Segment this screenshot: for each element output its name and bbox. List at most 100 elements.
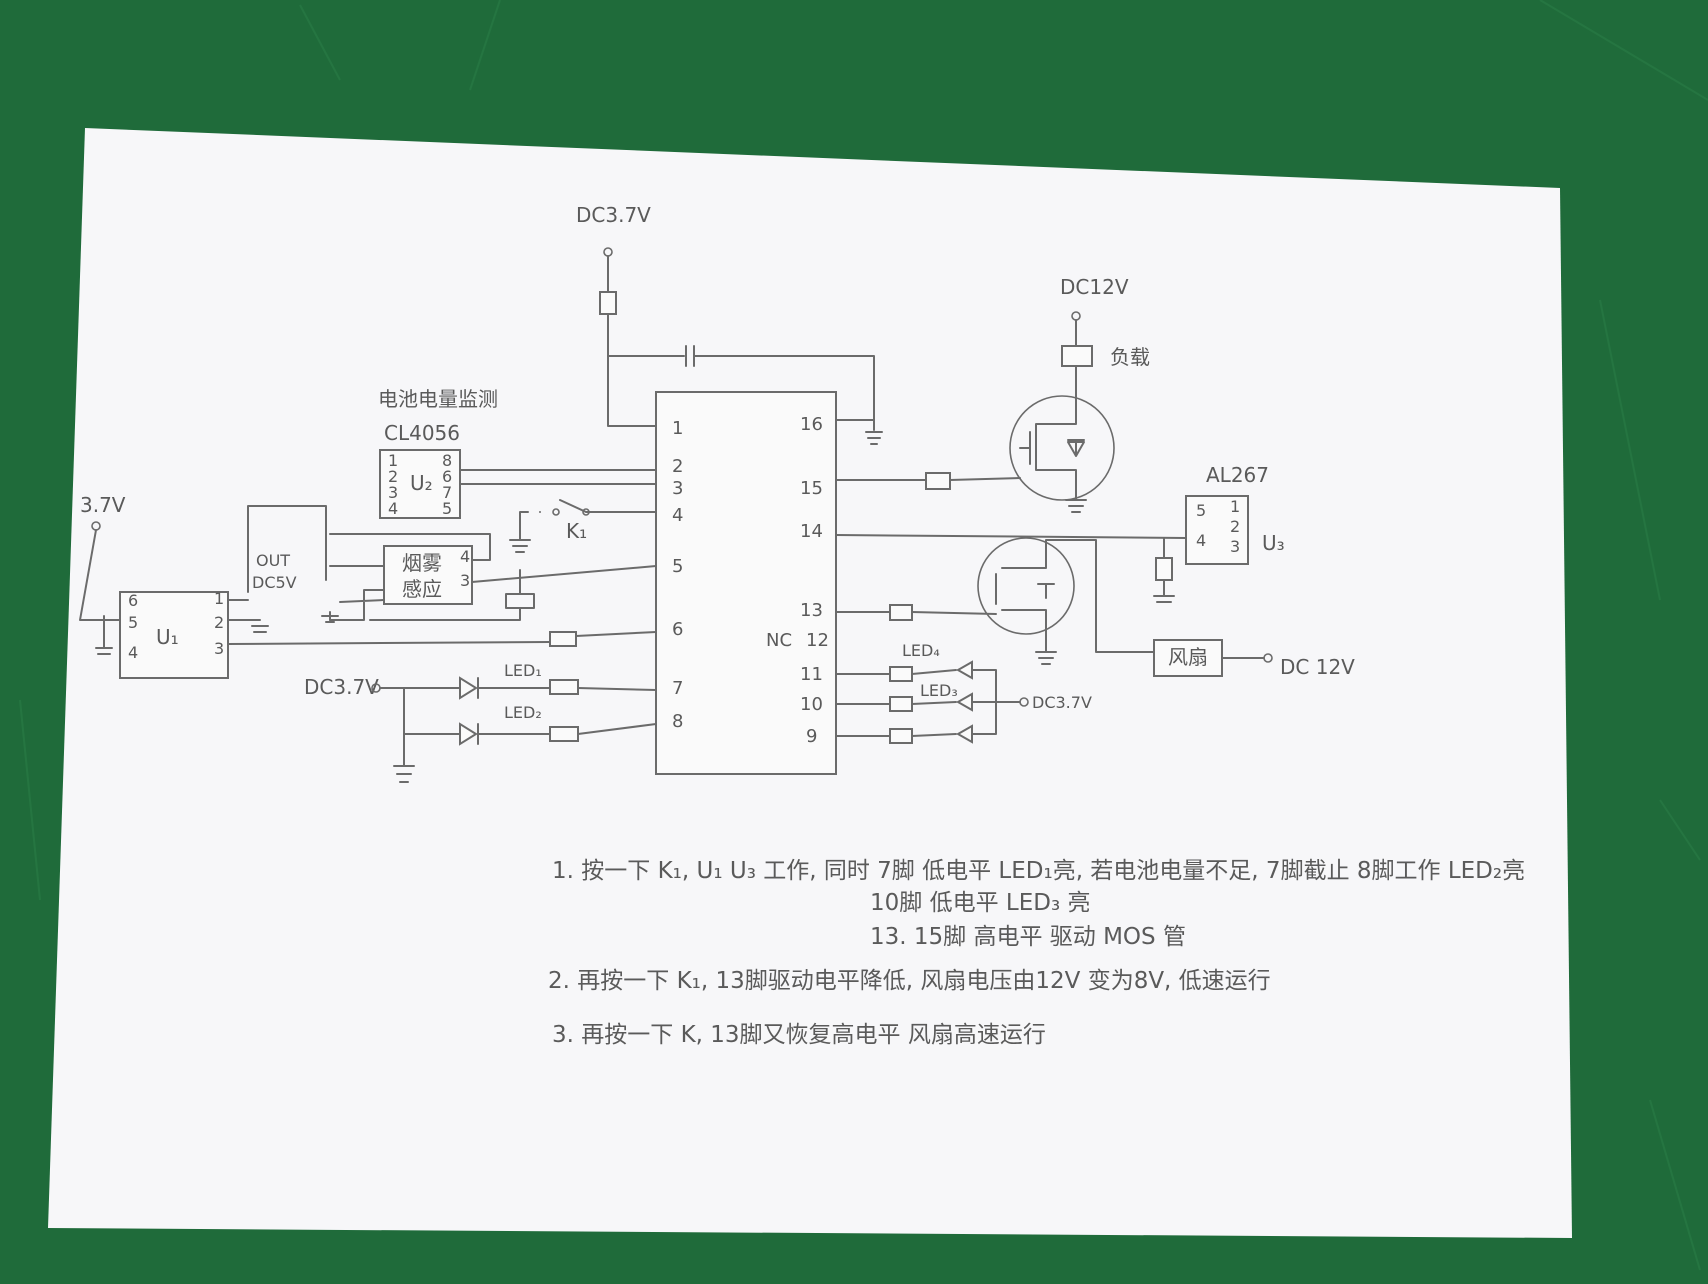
dc12-fan-terminal (1263, 653, 1273, 663)
ground-k1 (509, 539, 531, 553)
u2-pin-2: 2 (388, 467, 398, 486)
wire-smoke-to-pin5 (471, 565, 657, 583)
ic-pin-1: 1 (672, 418, 683, 439)
ic-pin-4: 4 (672, 505, 683, 526)
u1-pin-3: 3 (214, 639, 224, 658)
ic-pin-8: 8 (672, 711, 683, 732)
u2-pin-4: 4 (388, 499, 398, 518)
resistor-pin11 (889, 666, 913, 682)
ic-pin-2: 2 (672, 456, 683, 477)
resistor-pin6 (549, 631, 577, 647)
dc37-right-label: DC3.7V (1032, 693, 1092, 712)
wire-pin14 (835, 534, 1187, 539)
resistor-pin9 (889, 728, 913, 744)
smoke-line1: 烟雾 (402, 551, 442, 575)
u3-ref: U₃ (1262, 531, 1285, 555)
wire-smoke-top (329, 533, 491, 567)
resistor-pin13 (889, 604, 913, 621)
u3-part: AL267 (1206, 463, 1269, 487)
u3-pin-1: 1 (1230, 497, 1240, 516)
u3-pin-4: 4 (1196, 531, 1206, 550)
ic-pin-16: 16 (800, 414, 823, 435)
resistor-pin15 (925, 472, 951, 490)
smoke-cap (369, 569, 535, 621)
wire-u2-to-pin2-3 (459, 469, 657, 485)
switch-k1 (519, 499, 657, 541)
ic-pin-3: 3 (672, 478, 683, 499)
ic-pin-10: 10 (800, 694, 823, 715)
wire-pin11 (835, 669, 997, 703)
ic-pin-13: 13 (800, 600, 823, 621)
u1-pin-5: 5 (128, 613, 138, 632)
u2-chip (379, 449, 461, 519)
fan-label: 风扇 (1168, 645, 1208, 669)
u2-pin-6: 6 (442, 467, 452, 486)
ic-pin-7: 7 (672, 678, 683, 699)
u2-part: CL4056 (384, 421, 460, 445)
u1-pin-1: 1 (214, 589, 224, 608)
wire-pin9 (835, 701, 997, 737)
wire-u1-right (227, 599, 269, 633)
wire-pin15 (835, 477, 1021, 481)
mat-scratches (19, 0, 1708, 1271)
mosfet-2-body (995, 539, 1155, 653)
led5-diode (955, 724, 973, 744)
ground-smoke (321, 611, 339, 623)
wire-pin13 (835, 611, 997, 615)
u3-pin-3: 3 (1230, 537, 1240, 556)
mosfet-1-body (1019, 365, 1085, 501)
switch-k1-label: K₁ (566, 519, 587, 543)
ic-right-pins: 16 15 14 13 NC 12 11 10 9 (766, 414, 829, 747)
u1-ref: U₁ (156, 625, 179, 649)
ic-nc-label: NC (766, 630, 792, 651)
ic-pin-15: 15 (800, 478, 823, 499)
u1-pin-2: 2 (214, 613, 224, 632)
u1-chip (119, 591, 229, 679)
u1-pin-4: 4 (128, 643, 138, 662)
relay-coil (1061, 345, 1093, 367)
note-1: 1. 按一下 K₁, U₁ U₃ 工作, 同时 7脚 低电平 LED₁亮, 若电… (552, 858, 1525, 884)
u2-pin-5: 5 (442, 499, 452, 518)
switch-k1-contact (582, 508, 590, 516)
u2-pin-1: 1 (388, 451, 398, 470)
u2-pin-3: 3 (388, 483, 398, 502)
out-label-line2: DC5V (252, 573, 297, 592)
dc12-relay-label: DC12V (1060, 275, 1129, 299)
led1-label: LED₁ (504, 661, 542, 680)
resistor-led1 (549, 679, 579, 695)
ic-pin-11: 11 (800, 664, 823, 685)
wire-capacitor (607, 355, 875, 421)
u3-pin-2: 2 (1230, 517, 1240, 536)
u2-pin-7: 7 (442, 483, 452, 502)
dc37-led-label: DC3.7V (304, 675, 379, 699)
ic-left-pins: 1 2 3 4 5 6 7 8 (672, 418, 683, 732)
smoke-pin-4: 4 (460, 547, 470, 566)
smoke-pin-3: 3 (460, 571, 470, 590)
resistor-pin10 (889, 696, 913, 712)
ground-led (393, 733, 415, 783)
out-label-line1: OUT (256, 551, 290, 570)
resistor-top (599, 291, 617, 315)
note-3: 3. 再按一下 K, 13脚又恢复高电平 风扇高速运行 (552, 1022, 1046, 1048)
dc37-top-label: DC3.7V (576, 203, 651, 227)
ic-pin-5: 5 (672, 556, 683, 577)
relay-label: 负载 (1110, 345, 1150, 369)
ic-pin-12: 12 (806, 630, 829, 651)
ground-mosfet-2 (1035, 647, 1057, 665)
led2-diode (459, 722, 478, 746)
dc12-fan-label: DC 12V (1280, 655, 1355, 679)
led1-diode (459, 676, 478, 700)
smoke-line2: 感应 (402, 577, 442, 601)
u2-pin-8: 8 (442, 451, 452, 470)
wire-u1-to-pin6 (227, 631, 657, 645)
ground-u1-left (95, 615, 113, 655)
u1-pin-6: 6 (128, 591, 138, 610)
resistor-u3 (1155, 557, 1173, 581)
led3-diode (955, 692, 973, 712)
u3-pin-5: 5 (1196, 501, 1206, 520)
wire-u3-ground (1153, 537, 1175, 603)
mosfet-1-circle (1009, 395, 1115, 501)
ic-pin-9: 9 (806, 726, 817, 747)
